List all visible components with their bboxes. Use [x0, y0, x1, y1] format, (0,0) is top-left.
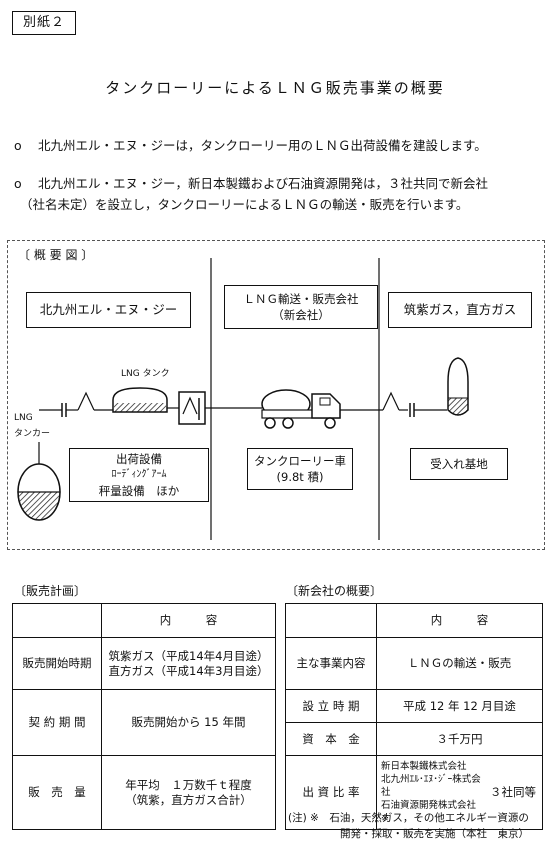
overview-diagram — [7, 240, 545, 550]
row-label: 資 本 金 — [285, 722, 377, 756]
tanker-cargo — [17, 491, 61, 521]
table-row: 設 立 時 期 平成 12 年 12 月目途 — [285, 689, 543, 723]
receiving-base-box: 受入れ基地 — [410, 448, 508, 480]
row-value: 販売開始から 15 年間 — [101, 689, 276, 756]
truck-wheel — [324, 417, 336, 429]
row-label: 主な事業内容 — [285, 637, 377, 690]
truck-cab — [311, 393, 341, 419]
col2-header: ＬＮＧ輸送・販売会社 （新会社） — [224, 285, 378, 329]
investor-name: 新日本製鐵株式会社 — [381, 761, 467, 772]
table-header: 内 容 — [376, 603, 543, 638]
col1-label: 北九州エル・エヌ・ジー — [39, 302, 178, 317]
receive-label: 受入れ基地 — [430, 457, 488, 471]
table-cell — [285, 603, 377, 638]
col2-label-2: （新会社） — [272, 308, 330, 322]
table-row: 出 資 比 率 新日本製鐵株式会社 北九州ｴﾙ･ｴﾇ･ｼﾞｰ株式会社 石油資源開… — [285, 755, 543, 830]
col2-label-1: ＬＮＧ輸送・販売会社 — [243, 292, 359, 306]
sales-plan-table: 内 容 販売開始時期 筑紫ガス（平成14年4月目途） 直方ガス（平成14年3月目… — [12, 603, 276, 830]
col3-header: 筑紫ガス，直方ガス — [388, 292, 532, 328]
tanker-label-2: タンカー — [14, 429, 51, 439]
investor-share: ３社同等 — [484, 755, 543, 830]
lng-tank-label: LNG タンク — [121, 369, 170, 379]
bullet-mark: o — [14, 176, 22, 191]
pipe-bend — [77, 391, 95, 411]
row-value: 筑紫ガス（平成14年4月目途） 直方ガス（平成14年3月目途） — [101, 637, 276, 690]
table-row: 販売開始時期 筑紫ガス（平成14年4月目途） 直方ガス（平成14年3月目途） — [12, 637, 276, 690]
bullet-mark: o — [14, 138, 22, 153]
attachment-tag: 別紙２ — [12, 11, 76, 35]
facility-line-2: ﾛｰﾃﾞｨﾝｸﾞｱｰﾑ — [111, 469, 167, 480]
truck-wheel — [282, 417, 294, 429]
row-label: 販売開始時期 — [12, 637, 102, 690]
bullet-text-line2: （社名未定）を設立し，タンクローリーによるＬＮＧの輸送・販売を行います。 — [20, 197, 469, 212]
truck-wheel — [264, 417, 276, 429]
tank-truck-box: タンクローリー車 (9.8t 積) — [247, 448, 353, 490]
lng-tank-liquid — [114, 403, 166, 412]
value-line: （筑紫，直方ガス合計） — [125, 792, 252, 807]
row-label: 出 資 比 率 — [285, 755, 377, 830]
sales-plan-heading: 〔販売計画〕 — [14, 584, 87, 598]
tanker-label-1: LNG — [14, 413, 33, 423]
row-value: 平成 12 年 12 月目途 — [376, 689, 543, 723]
truck-label-2: (9.8t 積) — [276, 470, 324, 484]
note-line-2: 開発・採取・販売を実施（本社 東京） — [340, 828, 529, 840]
bullet-text-line1: 北九州エル・エヌ・ジー，新日本製鐵および石油資源開発は，３社共同で新会社 — [38, 176, 489, 191]
row-value: ３千万円 — [376, 722, 543, 756]
col3-label: 筑紫ガス，直方ガス — [403, 302, 517, 317]
value-line: 筑紫ガス（平成14年4月目途） — [108, 648, 269, 663]
shipping-facility-box: 出荷設備 ﾛｰﾃﾞｨﾝｸﾞｱｰﾑ 秤量設備 ほか — [69, 448, 209, 502]
company-table: 内 容 主な事業内容 ＬＮＧの輸送・販売 設 立 時 期 平成 12 年 12 … — [285, 603, 543, 830]
row-label: 契 約 期 間 — [12, 689, 102, 756]
table-row: 契 約 期 間 販売開始から 15 年間 — [12, 689, 276, 756]
facility-line-3: 秤量設備 ほか — [98, 484, 180, 498]
diagram-heading: 〔 概 要 図 〕 — [16, 246, 96, 263]
investor-list: 新日本製鐵株式会社 北九州ｴﾙ･ｴﾇ･ｼﾞｰ株式会社 石油資源開発株式会社※ — [376, 755, 484, 830]
table-cell — [12, 603, 102, 638]
table-header: 内 容 — [101, 603, 276, 638]
facility-line-1: 出荷設備 — [116, 452, 162, 466]
investor-name: 北九州ｴﾙ･ｴﾇ･ｼﾞｰ株式会社 — [381, 774, 481, 798]
loading-arm-box — [178, 391, 206, 425]
value-line: 直方ガス（平成14年3月目途） — [108, 663, 269, 678]
bullet-text: 北九州エル・エヌ・ジーは，タンクローリー用のＬＮＧ出荷設備を建設します。 — [38, 138, 487, 153]
table-row: 主な事業内容 ＬＮＧの輸送・販売 — [285, 637, 543, 690]
truck-label-1: タンクローリー車 — [254, 454, 346, 468]
row-value: ＬＮＧの輸送・販売 — [376, 637, 543, 690]
diagram-drawing — [17, 258, 469, 540]
company-heading: 〔新会社の概要〕 — [286, 584, 383, 598]
row-value: 年平均 １万数千ｔ程度 （筑紫，直方ガス合計） — [101, 755, 276, 830]
col1-header: 北九州エル・エヌ・ジー — [26, 292, 191, 328]
value-line: 年平均 １万数千ｔ程度 — [125, 777, 252, 792]
table-row: 資 本 金 ３千万円 — [285, 722, 543, 756]
note-line-1: (注) ※ 石油，天然ガス，その他エネルギー資源の — [288, 812, 529, 824]
receiving-tank-liquid — [447, 397, 469, 416]
investor-name: 石油資源開発株式会社※ — [381, 800, 477, 824]
page-title: タンクローリーによるＬＮＧ販売事業の概要 — [105, 79, 445, 97]
row-label: 販 売 量 — [12, 755, 102, 830]
table-row: 販 売 量 年平均 １万数千ｔ程度 （筑紫，直方ガス合計） — [12, 755, 276, 830]
row-label: 設 立 時 期 — [285, 689, 377, 723]
